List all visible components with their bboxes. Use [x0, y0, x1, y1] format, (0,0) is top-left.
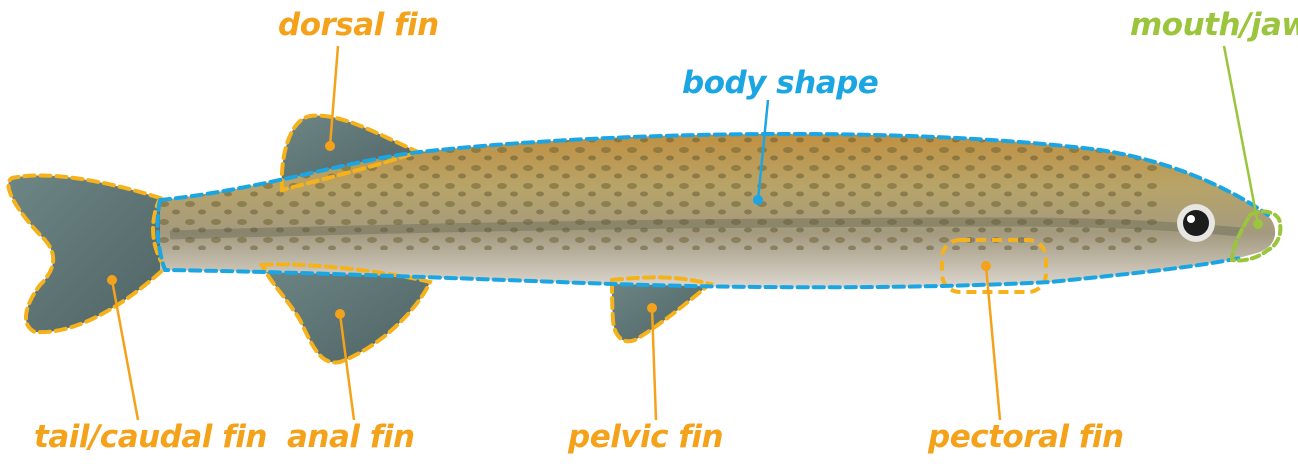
anal-fin-label: anal fin [287, 422, 415, 453]
anal-fin-shape [262, 264, 430, 362]
pelvic-fin-label: pelvic fin [568, 422, 723, 453]
pectoral-fin-label: pectoral fin [928, 422, 1124, 453]
pectoral-fin-leader [986, 266, 1000, 420]
body-shape-label: body shape [682, 68, 878, 99]
dorsal-fin-label: dorsal fin [278, 10, 439, 41]
fish-eye [1177, 204, 1215, 242]
tail-caudal-fin-label: tail/caudal fin [34, 422, 267, 453]
tail-fin-shape [8, 175, 165, 332]
mouth-jaw-label: mouth/jaw [1130, 10, 1298, 41]
